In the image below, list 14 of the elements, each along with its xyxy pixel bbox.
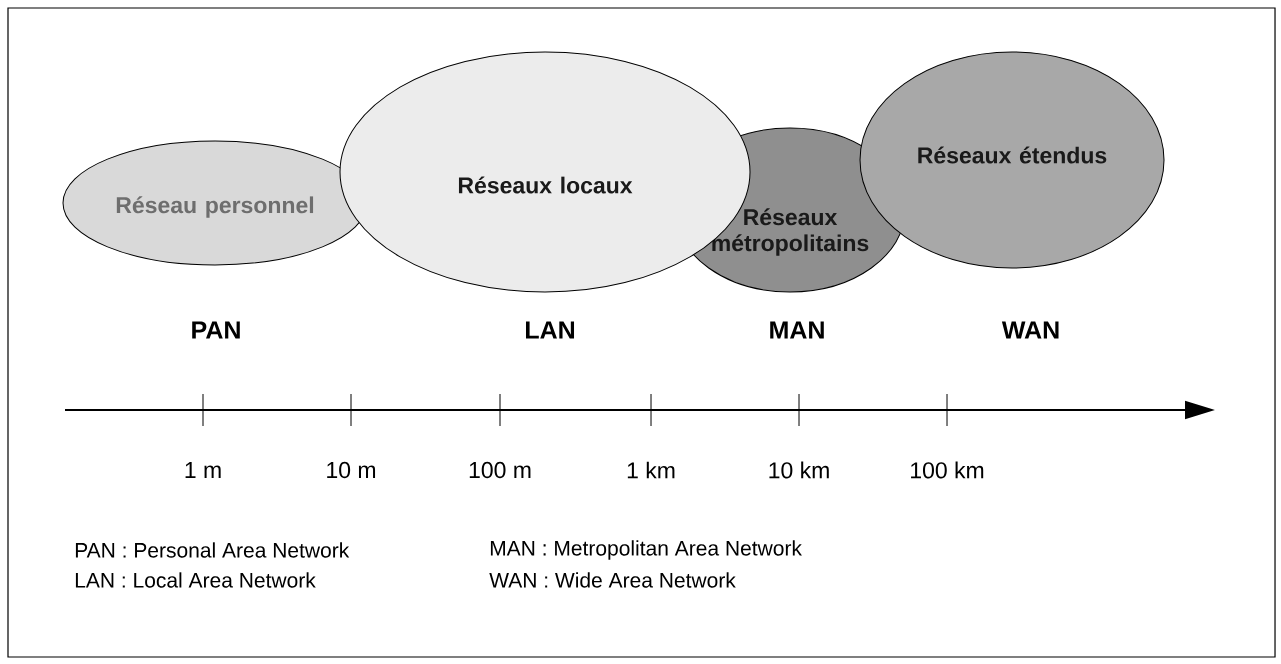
legend-text: MAN : Metropolitan Area Network <box>490 540 802 560</box>
acronym-label: WAN <box>1001 321 1059 339</box>
legend-text: PAN : Personal Area Network <box>75 542 350 558</box>
acronym-label: PAN <box>192 321 240 339</box>
legend-text: LAN : Local Area Network <box>75 572 316 588</box>
tick-label: 1 m <box>185 462 221 478</box>
acronym-label: MAN <box>770 321 824 339</box>
tick-label: 100 m <box>469 461 531 479</box>
tick-label: 10 m <box>327 461 376 479</box>
tick-label: 1 km <box>627 461 675 479</box>
legend-text: WAN : Wide Area Network <box>489 572 736 588</box>
tick-label: 10 km <box>769 461 829 479</box>
acronym-label: LAN <box>526 321 574 339</box>
tick-label: 100 km <box>911 461 984 479</box>
